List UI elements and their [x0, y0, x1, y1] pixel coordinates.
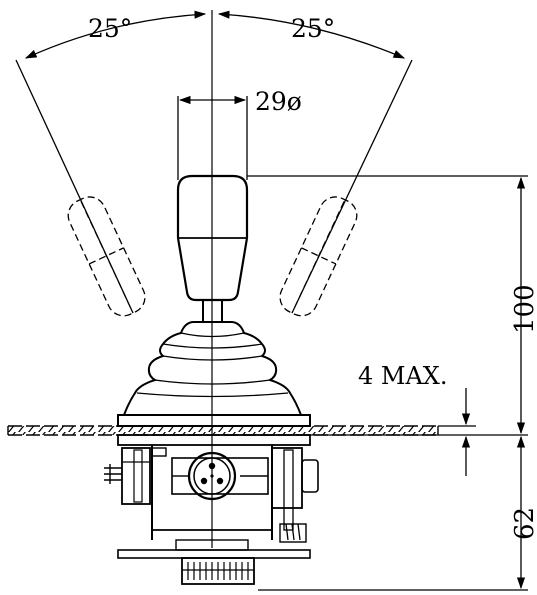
mounting-panel	[7, 414, 439, 446]
tilt-limit-line-right	[291, 59, 413, 314]
height-dimension: 100	[247, 175, 537, 436]
gimbal-connector	[187, 451, 237, 501]
joystick-handle	[176, 174, 249, 322]
terminal-pins	[104, 464, 122, 484]
angle-arc-left	[24, 10, 207, 59]
tilted-handle-left-ghost	[67, 196, 146, 317]
bottom-connector	[181, 557, 255, 585]
panel-thickness-dimension: 4 MAX.	[358, 362, 476, 476]
angle-arc-right	[217, 10, 406, 59]
tilt-limit-line-left	[15, 59, 134, 314]
height-label: 100	[510, 284, 537, 334]
lower-mechanism	[104, 445, 319, 585]
angle-label-left: 25°	[88, 14, 132, 43]
handle-diameter-dimension: 29ø	[177, 87, 302, 180]
depth-dimension: 62	[258, 435, 537, 591]
thickness-label: 4 MAX.	[358, 362, 448, 390]
tilted-handle-right-ghost	[279, 196, 358, 317]
diameter-label: 29ø	[255, 87, 302, 116]
tilt-angle-dimension: 25° 25°	[15, 10, 413, 314]
depth-label: 62	[510, 507, 537, 540]
angle-label-right: 25°	[291, 14, 335, 43]
